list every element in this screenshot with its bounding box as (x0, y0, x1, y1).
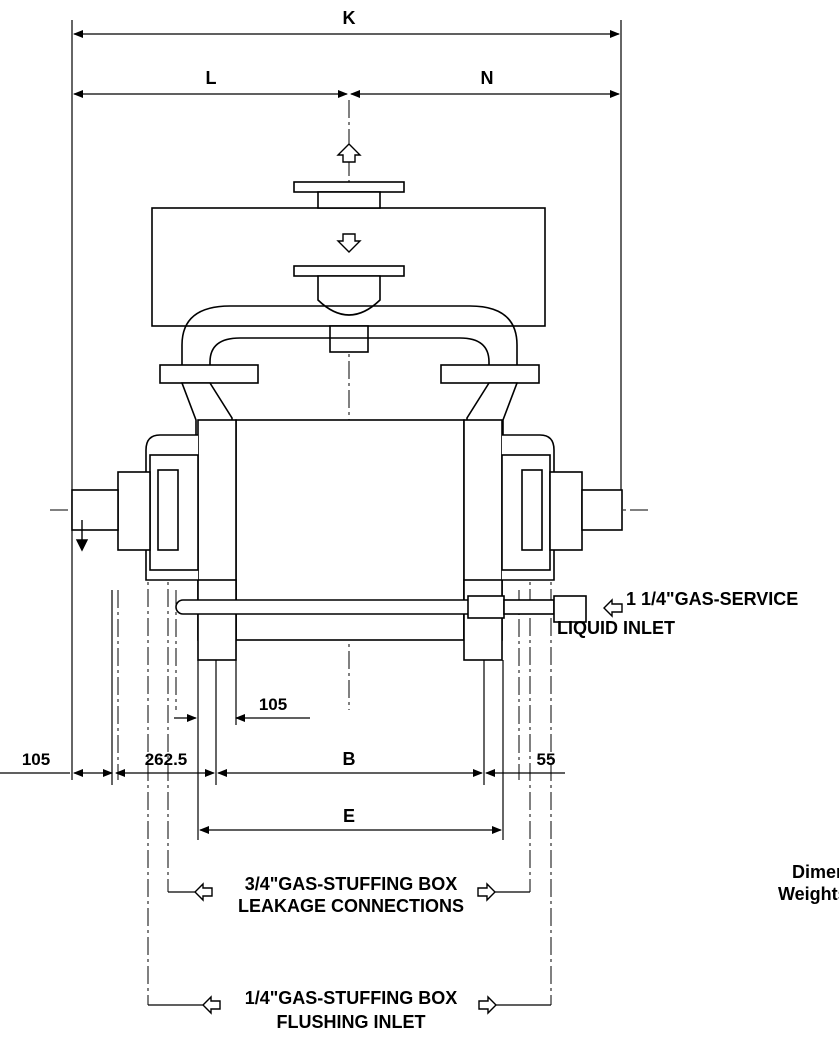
label-105-left: 105 (22, 750, 50, 769)
label-262-5: 262.5 (145, 750, 188, 769)
label-L: L (206, 68, 217, 88)
side-note-line2: Weights (778, 884, 839, 904)
gas-service-label-line2: LIQUID INLET (557, 618, 675, 638)
label-105-inner: 105 (259, 695, 287, 714)
flushing-label-line1: 1/4"GAS-STUFFING BOX (245, 988, 458, 1008)
label-B: B (343, 749, 356, 769)
pump-outline (71, 181, 623, 661)
flushing-label-line2: FLUSHING INLET (277, 1012, 426, 1032)
gas-service-label-line1: 1 1/4"GAS-SERVICE (626, 589, 798, 609)
label-55: 55 (537, 750, 556, 769)
label-K: K (343, 8, 356, 28)
stuffing-leakage-label-line2: LEAKAGE CONNECTIONS (238, 896, 464, 916)
side-note-line1: Dimens (792, 862, 839, 882)
stuffing-leakage-label-line1: 3/4"GAS-STUFFING BOX (245, 874, 458, 894)
labels: K L N 105 262.5 B 55 105 E 1 1/4"GAS-SER… (22, 8, 839, 1032)
label-N: N (481, 68, 494, 88)
rotation-arrow (75, 520, 89, 552)
flow-arrows (194, 143, 623, 1015)
dimension-lines (0, 20, 622, 840)
label-E: E (343, 806, 355, 826)
